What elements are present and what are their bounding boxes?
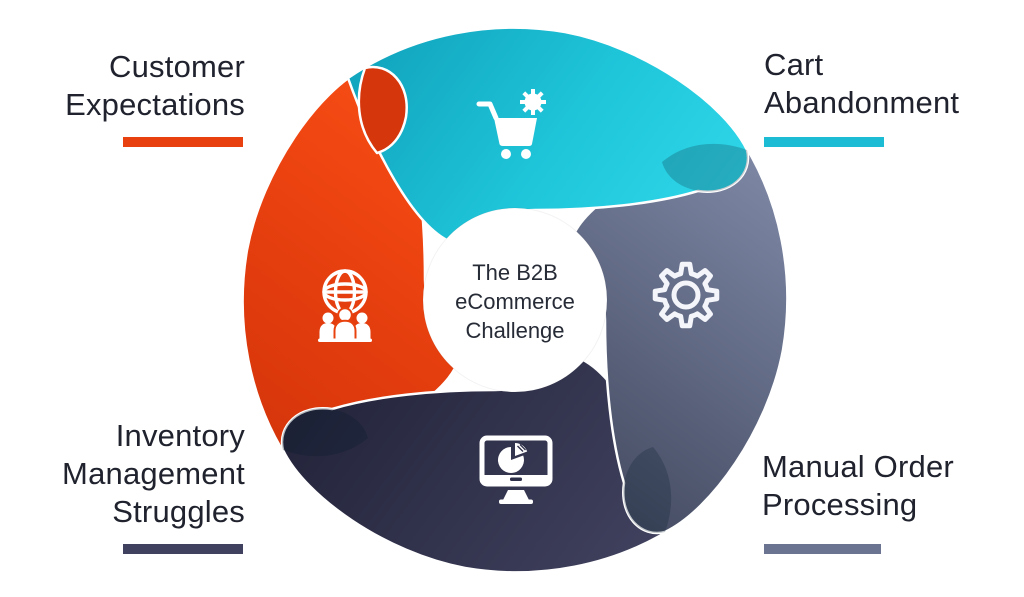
center-title-line1: The B2B [472,260,558,285]
label-cart-abandonment: Cart Abandonment [764,47,960,120]
underline-cart-abandonment [764,137,884,147]
center-circle [422,207,608,393]
underline-inventory-management-struggles [123,544,243,554]
team-globe-icon [318,269,372,342]
underline-customer-expectations [123,137,243,147]
cart-gear-icon [476,89,546,159]
label-inventory-management-struggles: Inventory Management Struggles [62,418,245,529]
pinwheel-diagram [241,26,789,574]
center-title: The B2B eCommerce Challenge [420,258,610,345]
gear-icon [652,261,720,329]
label-manual-order-processing: Manual Order Processing [762,449,954,522]
monitor-pie-chart-icon [479,435,553,504]
center-title-line2: eCommerce [455,289,575,314]
label-customer-expectations: Customer Expectations [65,49,245,122]
center-title-line3: Challenge [465,318,565,343]
underline-manual-order-processing [764,544,881,554]
